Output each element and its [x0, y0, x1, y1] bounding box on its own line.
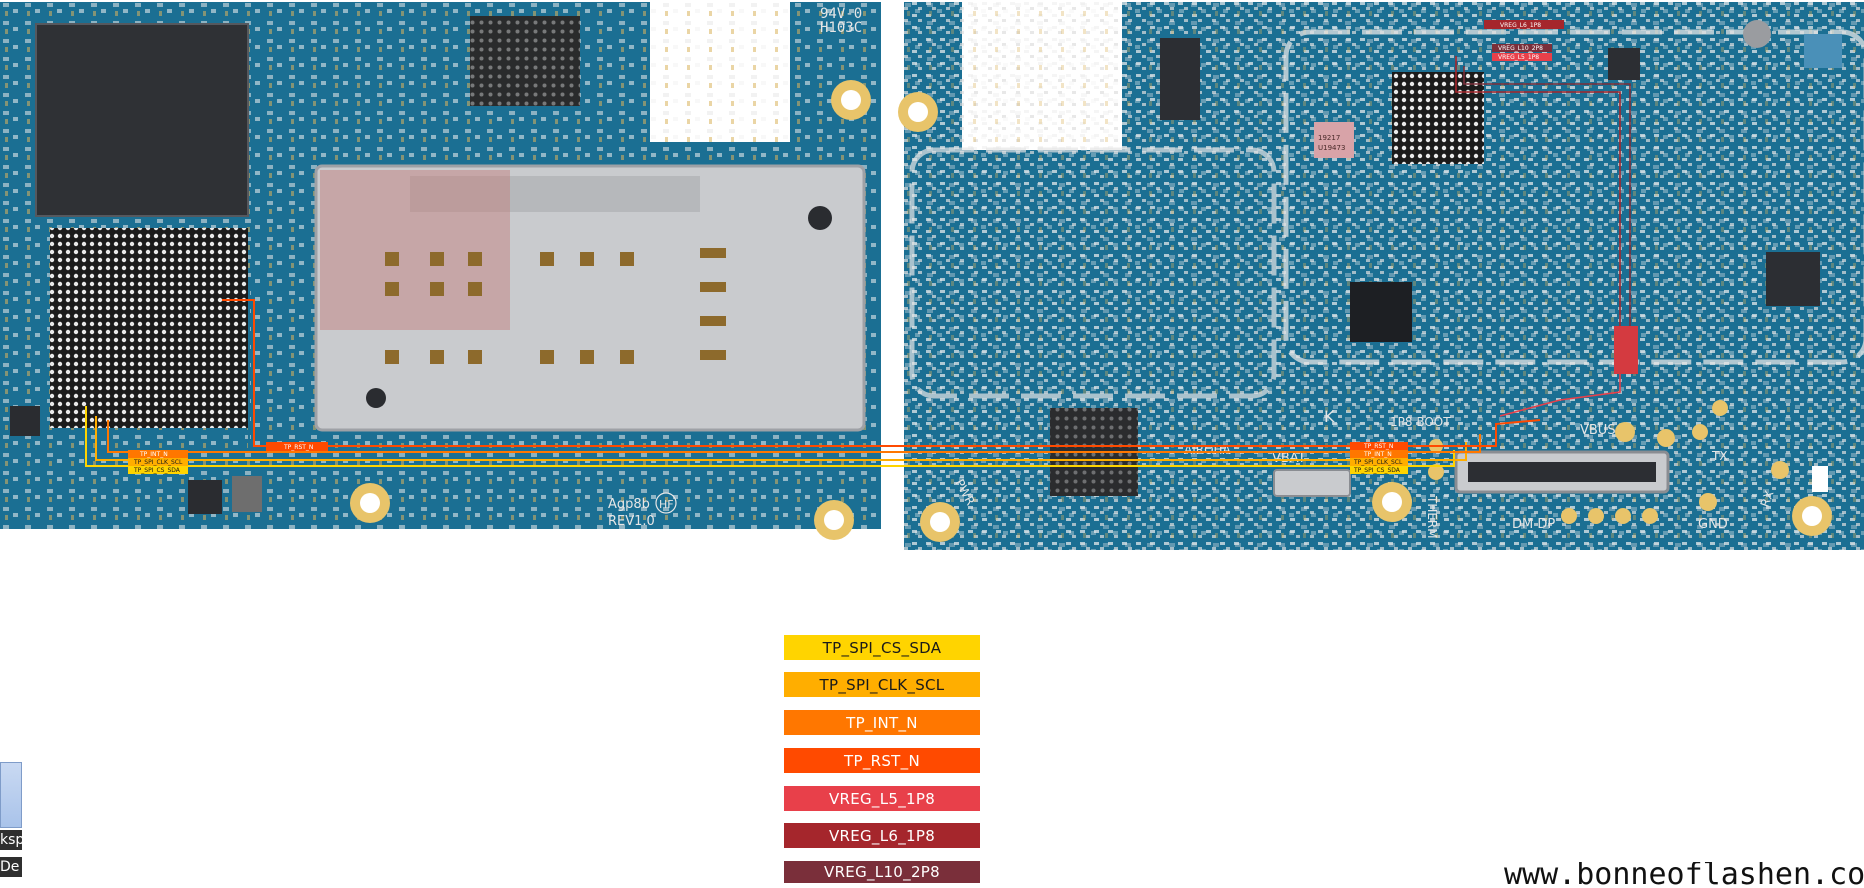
side-taskbar: ksp De — [0, 762, 24, 883]
trace-tp-rst-n — [222, 299, 1541, 447]
tag-vreg-cluster — [1614, 326, 1638, 374]
tag-right-int-bg — [1350, 450, 1408, 458]
silk-tx: TX — [1711, 449, 1728, 463]
silk-therm: THERM — [1425, 495, 1439, 539]
silk-boot: 1P8 BOOT — [1390, 415, 1451, 429]
silk-dmdp: DM DP — [1512, 517, 1555, 532]
tag-vreg-b: VREG_L5_1P8 — [1498, 54, 1539, 61]
legend-vreg-l10-2p8: VREG_L10_2P8 — [784, 861, 980, 883]
legend-label: TP_RST_N — [844, 751, 920, 770]
tag-right-clk: TP_SPI_CLK_SCL — [1353, 459, 1403, 466]
silk-rx: RX — [1758, 489, 1777, 509]
legend-label: VREG_L5_1P8 — [828, 789, 936, 808]
pcb-board-view: 94V-0 H103C Agp8b HF REV1.0 — [0, 2, 1864, 550]
silk-vbat: VBAT — [1272, 451, 1306, 466]
tag-vreg-b-bg — [1492, 53, 1552, 61]
silk-model: Agp8b — [608, 497, 650, 512]
net-traces — [85, 56, 1631, 467]
tag-right-cs-bg — [1350, 466, 1408, 474]
silk-k: K — [1324, 407, 1335, 426]
silk-hf: HF — [659, 498, 674, 511]
trace-tp-int-n — [107, 420, 1481, 453]
side-tab-button[interactable] — [0, 762, 22, 828]
legend-vreg-l5-1p8: VREG_L5_1P8 — [784, 786, 980, 811]
trace-vreg-l6-1p8 — [1455, 56, 1621, 330]
legend-tp-rst-n: TP_RST_N — [784, 748, 980, 773]
tag-right-rst-bg — [1350, 442, 1408, 450]
trace-tp-spi-cs-sda — [85, 406, 1455, 467]
legend-label: VREG_L6_1P8 — [828, 826, 936, 845]
tag-right-clk-bg — [1350, 458, 1408, 466]
tag-left-int: TP_INT_N — [139, 451, 168, 458]
tag-right-int: TP_INT_N — [1363, 451, 1392, 458]
silk-cert: 94V-0 — [820, 6, 862, 22]
left-board: 94V-0 H103C Agp8b HF REV1.0 — [0, 2, 881, 540]
silk-vbus: VBUS — [1580, 423, 1616, 438]
silk-ic2: U19473 — [1318, 144, 1345, 152]
tag-right-cs: TP_SPI_CS_SDA — [1353, 467, 1401, 474]
legend-label: TP_SPI_CS_SDA — [822, 638, 942, 657]
tag-left-clk-bg — [128, 458, 188, 466]
legend-label: TP_INT_N — [846, 713, 918, 732]
pcb-board-svg: 94V-0 H103C Agp8b HF REV1.0 — [0, 2, 1864, 550]
silk-gnd: GND — [1698, 517, 1728, 532]
legend-vreg-l6-1p8: VREG_L6_1P8 — [784, 823, 980, 848]
tag-left-clk: TP_SPI_CLK_SCL — [133, 459, 183, 466]
tag-right-rst: TP_RST_N — [1363, 443, 1393, 450]
silk-ic1: 19217 — [1318, 134, 1340, 142]
legend-tp-spi-cs-sda: TP_SPI_CS_SDA — [784, 635, 980, 660]
tag-left-rst-bg — [266, 442, 328, 451]
side-item-1[interactable]: ksp — [0, 830, 22, 850]
tag-vreg-a-bg — [1492, 44, 1552, 52]
legend-label: TP_SPI_CLK_SCL — [819, 675, 945, 694]
legend-label: VREG_L10_2P8 — [824, 863, 940, 881]
tag-vreg-top: VREG_L6_1P8 — [1500, 22, 1541, 29]
tag-vreg-a: VREG_L10_2P8 — [1498, 45, 1543, 52]
tag-left-cs-bg — [128, 466, 188, 474]
legend-tp-int-n: TP_INT_N — [784, 710, 980, 735]
silk-code: H103C — [820, 20, 862, 36]
tag-left-int-bg — [128, 450, 188, 458]
tag-left-cs: TP_SPI_CS_SDA — [133, 467, 181, 474]
legend-tp-spi-clk-scl: TP_SPI_CLK_SCL — [784, 672, 980, 697]
side-item-2[interactable]: De — [0, 857, 22, 877]
trace-vreg-l10-2p8 — [1463, 66, 1631, 330]
probe-tags: TP_RST_N TP_INT_N TP_SPI_CLK_SCL TP_SPI_… — [128, 20, 1638, 474]
silk-rev: REV1.0 — [608, 514, 655, 529]
tag-left-rst: TP_RST_N — [283, 444, 313, 451]
tag-vreg-top-bg — [1484, 20, 1564, 29]
website-watermark: www.bonneoflashen.co — [1504, 862, 1864, 888]
